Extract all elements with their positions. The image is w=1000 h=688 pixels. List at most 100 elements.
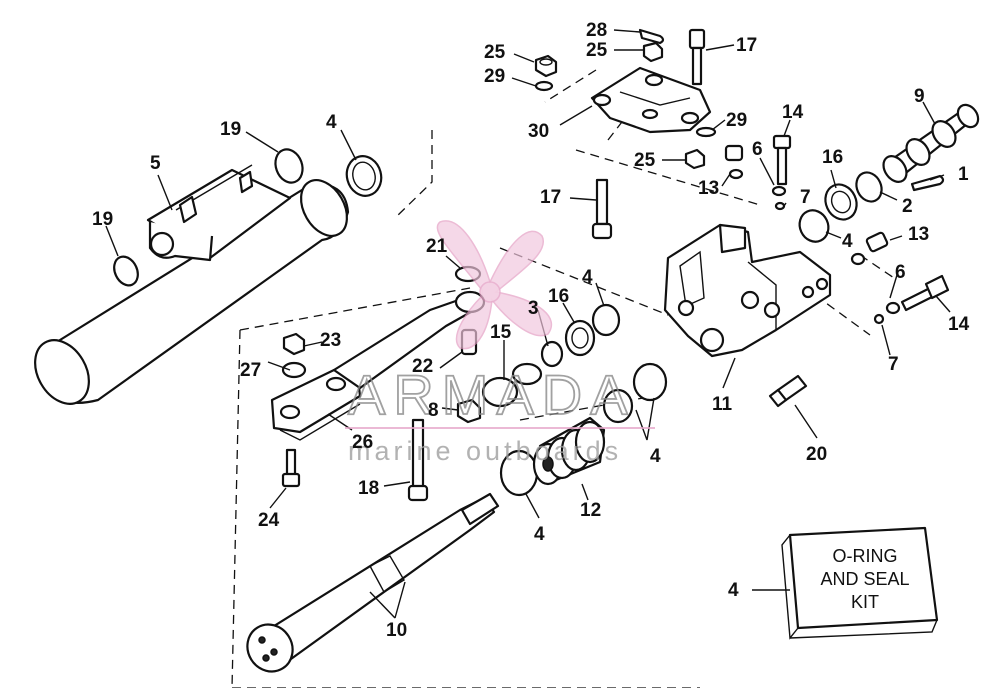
callout-10: 10 bbox=[386, 620, 407, 641]
callout-6-right: 6 bbox=[895, 262, 906, 283]
callout-4-upper: 4 bbox=[582, 267, 593, 288]
fitting-part-20[interactable] bbox=[768, 374, 808, 408]
seal-part-16-right[interactable] bbox=[820, 179, 862, 224]
screw-part-14-right[interactable] bbox=[900, 274, 950, 312]
nut-part-8[interactable] bbox=[456, 398, 482, 424]
callout-18: 18 bbox=[358, 478, 379, 499]
o-ring-part-7-top[interactable] bbox=[774, 201, 786, 211]
callout-12: 12 bbox=[580, 500, 601, 521]
callout-4-lower: 4 bbox=[534, 524, 545, 545]
callout-29-mid: 29 bbox=[726, 110, 747, 131]
washer-part-15-b[interactable] bbox=[481, 376, 519, 408]
callout-29-top: 29 bbox=[484, 66, 505, 87]
washer-part-29-mid[interactable] bbox=[695, 126, 717, 138]
nut-part-25-mid[interactable] bbox=[684, 148, 706, 170]
callout-4-right: 4 bbox=[842, 231, 853, 252]
seal-kit-box: O-RING AND SEAL KIT bbox=[781, 526, 939, 640]
callout-3: 3 bbox=[528, 298, 539, 319]
callout-19-upper: 19 bbox=[220, 119, 241, 140]
bolt-part-18[interactable] bbox=[407, 418, 429, 502]
callout-20: 20 bbox=[806, 444, 827, 465]
washer-part-15-a[interactable] bbox=[511, 362, 543, 386]
callout-2: 2 bbox=[902, 196, 913, 217]
callout-21: 21 bbox=[426, 236, 448, 257]
valve-body-part-11[interactable] bbox=[663, 223, 832, 358]
screw-part-24[interactable] bbox=[281, 448, 301, 488]
callout-14-right: 14 bbox=[948, 314, 970, 335]
washer-part-29-top[interactable] bbox=[534, 80, 554, 92]
armada-watermark: ARMADA marine outboards bbox=[345, 220, 655, 466]
seal-part-4-cylinder[interactable] bbox=[342, 152, 385, 199]
callout-4-front: 4 bbox=[650, 446, 661, 467]
tie-bar-part-26[interactable] bbox=[270, 290, 486, 441]
callout-7-right: 7 bbox=[888, 354, 899, 375]
callout-11: 11 bbox=[712, 394, 733, 415]
seal-part-4-cylinder-inner bbox=[352, 161, 376, 191]
o-ring-part-13-top[interactable] bbox=[728, 168, 744, 180]
bolt-part-17-lower[interactable] bbox=[591, 178, 613, 240]
o-ring-part-6-top[interactable] bbox=[771, 185, 787, 197]
o-ring-part-2[interactable] bbox=[852, 168, 886, 205]
callout-14-top: 14 bbox=[782, 102, 804, 123]
callout-26: 26 bbox=[352, 432, 373, 453]
kit-label-line-2: AND SEAL bbox=[820, 569, 909, 589]
seal-part-16-right-inner bbox=[830, 190, 852, 214]
piston-part-12[interactable] bbox=[532, 416, 606, 486]
callout-9: 9 bbox=[914, 86, 925, 107]
callout-16-right: 16 bbox=[822, 147, 843, 168]
plug-part-13-top[interactable] bbox=[724, 144, 744, 162]
seal-part-4-right[interactable] bbox=[795, 206, 834, 247]
callout-6-top: 6 bbox=[752, 139, 763, 160]
washer-part-27[interactable] bbox=[281, 361, 307, 379]
cotter-pin-part-1[interactable] bbox=[910, 174, 945, 192]
callout-13-top: 13 bbox=[698, 178, 719, 199]
callout-24: 24 bbox=[258, 510, 280, 531]
callout-25-mid: 25 bbox=[634, 150, 656, 171]
callout-17-lower: 17 bbox=[540, 187, 561, 208]
callout-1: 1 bbox=[958, 164, 969, 185]
callout-27: 27 bbox=[240, 360, 261, 381]
piston-rod-part-10[interactable] bbox=[239, 492, 500, 680]
o-ring-part-19-lower[interactable] bbox=[110, 253, 143, 289]
o-ring-part-19-upper[interactable] bbox=[271, 146, 307, 187]
o-ring-part-6-right[interactable] bbox=[885, 301, 901, 315]
nut-part-25-top-right[interactable] bbox=[642, 41, 664, 63]
o-ring-part-6-upper-right[interactable] bbox=[850, 252, 866, 266]
bolt-part-17-top[interactable] bbox=[688, 28, 706, 86]
callout-28: 28 bbox=[586, 20, 607, 41]
cylinder-assembly-part-5[interactable] bbox=[24, 164, 356, 413]
seal-part-3[interactable] bbox=[540, 340, 564, 368]
nut-part-23[interactable] bbox=[282, 332, 306, 356]
plug-part-13-right[interactable] bbox=[865, 231, 889, 253]
kit-label-line-1: O-RING bbox=[833, 546, 898, 566]
screw-part-14-top[interactable] bbox=[772, 134, 792, 186]
seal-part-4-front-a[interactable] bbox=[632, 362, 668, 402]
watermark-subtitle: marine outboards bbox=[348, 436, 622, 466]
callout-19-lower: 19 bbox=[92, 209, 113, 230]
callout-23: 23 bbox=[320, 330, 341, 351]
callout-30: 30 bbox=[528, 121, 549, 142]
callout-8: 8 bbox=[428, 400, 439, 421]
callout-numbers: 1 2 3 4 4 4 4 4 4 5 6 6 7 7 8 9 10 11 12… bbox=[92, 20, 970, 641]
seal-part-4-upper[interactable] bbox=[591, 303, 621, 337]
callout-15: 15 bbox=[490, 322, 512, 343]
seal-part-16-left-inner bbox=[571, 327, 589, 349]
callout-25-top-right: 25 bbox=[586, 40, 608, 61]
callout-4-cylinder: 4 bbox=[326, 112, 337, 133]
callout-13-right: 13 bbox=[908, 224, 929, 245]
cotter-pin-part-28[interactable] bbox=[638, 28, 665, 45]
callout-17-top: 17 bbox=[736, 35, 757, 56]
callout-7-top: 7 bbox=[800, 187, 811, 208]
kit-label-line-3: KIT bbox=[851, 592, 879, 612]
callout-16-left: 16 bbox=[548, 286, 569, 307]
seal-part-4-front-b[interactable] bbox=[602, 388, 634, 424]
callout-4-kit: 4 bbox=[728, 580, 739, 601]
watermark-title: ARMADA bbox=[348, 363, 636, 426]
bracket-part-30[interactable] bbox=[590, 66, 712, 134]
nut-part-25-top-left[interactable] bbox=[534, 54, 558, 78]
o-ring-part-7-right[interactable] bbox=[873, 313, 885, 325]
valve-spool-part-9[interactable] bbox=[879, 101, 982, 186]
callout-5: 5 bbox=[150, 153, 161, 174]
seal-part-16-left[interactable] bbox=[564, 319, 596, 357]
